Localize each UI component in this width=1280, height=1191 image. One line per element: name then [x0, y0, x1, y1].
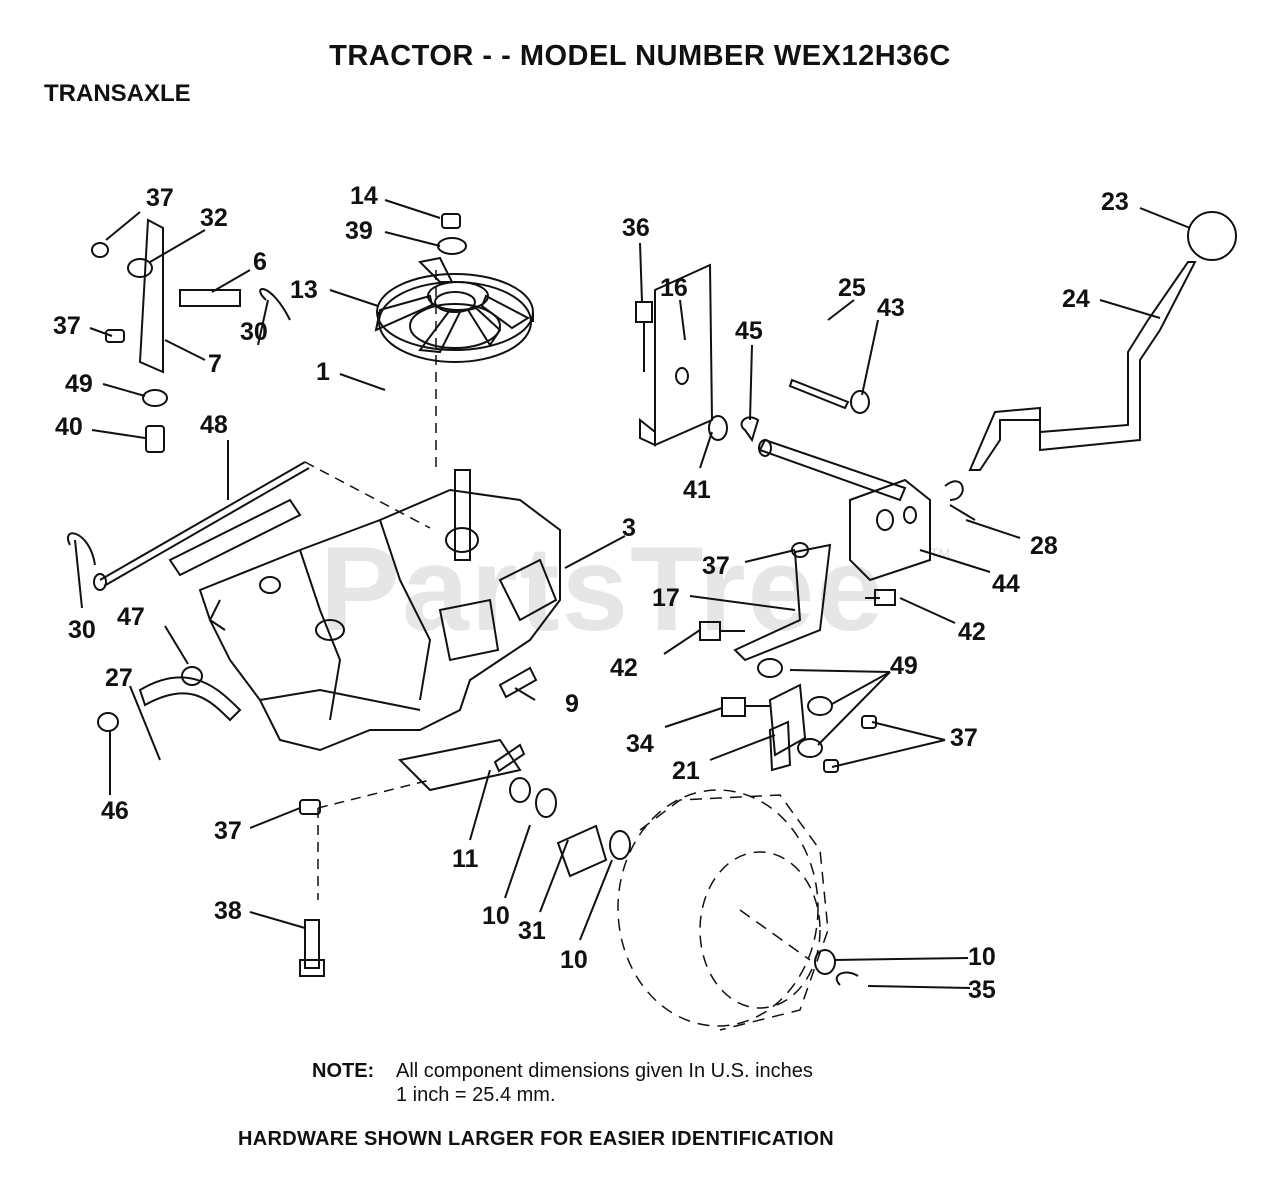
- callout-39: 39: [345, 217, 373, 245]
- callout-10: 10: [560, 946, 588, 974]
- callout-10: 10: [968, 943, 996, 971]
- callout-35: 35: [968, 976, 996, 1004]
- callout-21: 21: [672, 757, 700, 785]
- callout-30: 30: [68, 616, 96, 644]
- callout-28: 28: [1030, 532, 1058, 560]
- callout-43: 43: [877, 294, 905, 322]
- callout-37: 37: [53, 312, 81, 340]
- page-title: TRACTOR - - MODEL NUMBER WEX12H36C: [329, 40, 951, 72]
- callout-30: 30: [240, 318, 268, 346]
- callout-25: 25: [838, 274, 866, 302]
- callout-37: 37: [702, 552, 730, 580]
- assembly-lines: [304, 270, 437, 900]
- note-line-2: 1 inch = 25.4 mm.: [396, 1084, 556, 1106]
- callout-7: 7: [208, 350, 222, 378]
- callout-23: 23: [1101, 188, 1129, 216]
- callout-45: 45: [735, 317, 763, 345]
- pulley: [376, 273, 534, 363]
- callout-14: 14: [350, 182, 378, 210]
- callout-27: 27: [105, 664, 133, 692]
- callout-6: 6: [253, 248, 267, 276]
- callout-31: 31: [518, 917, 546, 945]
- wheel: [617, 789, 829, 1031]
- watermark: PartsTree: [320, 522, 886, 656]
- callout-42: 42: [610, 654, 638, 682]
- callout-36: 36: [622, 214, 650, 242]
- linkage-rod: [67, 288, 310, 591]
- callout-46: 46: [101, 797, 129, 825]
- callout-48: 48: [200, 411, 228, 439]
- note-label: NOTE:: [312, 1060, 375, 1082]
- transaxle-housing: [168, 469, 561, 803]
- shift-lever: [758, 211, 1237, 582]
- shift-arm: [699, 542, 896, 773]
- callout-16: 16: [660, 274, 688, 302]
- callout-37: 37: [214, 817, 242, 845]
- callout-42: 42: [958, 618, 986, 646]
- callout-10: 10: [482, 902, 510, 930]
- callout-44: 44: [992, 570, 1020, 598]
- callout-9: 9: [565, 690, 579, 718]
- callout-49: 49: [890, 652, 918, 680]
- section-title: TRANSAXLE: [44, 80, 191, 107]
- callout-11: 11: [452, 845, 479, 873]
- callout-1: 1: [316, 358, 330, 386]
- callout-24: 24: [1062, 285, 1090, 313]
- callout-40: 40: [55, 413, 83, 441]
- note-line-1: All component dimensions given In U.S. i…: [396, 1060, 813, 1082]
- callout-41: 41: [683, 476, 711, 504]
- leader-lines: [74, 199, 1191, 989]
- callout-17: 17: [652, 584, 680, 612]
- fan: [374, 256, 531, 354]
- shift-bracket: [635, 263, 870, 447]
- footer-note: HARDWARE SHOWN LARGER FOR EASIER IDENTIF…: [238, 1128, 834, 1150]
- callout-32: 32: [200, 204, 228, 232]
- callout-37: 37: [950, 724, 978, 752]
- callout-13: 13: [290, 276, 318, 304]
- callout-49: 49: [65, 370, 93, 398]
- callout-47: 47: [117, 603, 145, 631]
- callout-38: 38: [214, 897, 242, 925]
- small-hardware: [91, 213, 859, 986]
- callout-34: 34: [626, 730, 654, 758]
- callout-3: 3: [622, 514, 636, 542]
- callout-37: 37: [146, 184, 174, 212]
